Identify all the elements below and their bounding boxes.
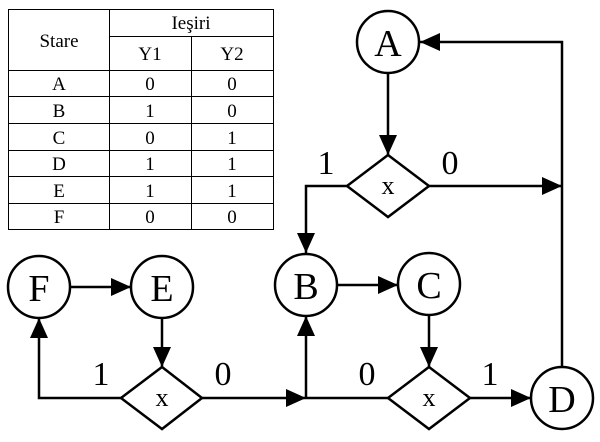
branch-label-top-true: 1	[318, 145, 335, 182]
table-cell-state: A	[52, 74, 66, 95]
branch-label-left-true: 1	[93, 356, 110, 393]
table-cell-y1: 0	[145, 74, 155, 95]
table-header-state: Stare	[39, 31, 78, 52]
branch-label-top-false: 0	[442, 145, 459, 182]
condition-label-top: x	[382, 171, 395, 200]
table-cell-state: D	[52, 154, 66, 175]
condition-label-left: x	[156, 383, 169, 412]
table-cell-y2: 1	[227, 154, 237, 175]
state-label-a: A	[374, 23, 402, 65]
table-cell-y2: 1	[227, 128, 237, 149]
edge-d-to-a	[420, 33, 564, 367]
branch-label-left-false: 0	[215, 356, 232, 393]
table-header-outputs: Ieşiri	[171, 13, 210, 34]
state-node-b	[273, 252, 339, 318]
branch-label-right-true: 1	[482, 356, 499, 393]
decision-diamond-left	[118, 365, 205, 431]
table-cell-y1: 0	[145, 128, 155, 149]
table-cell-y1: 1	[145, 101, 155, 122]
table-cell-y2: 1	[227, 181, 237, 202]
state-label-f: F	[28, 268, 49, 310]
state-node-c	[396, 251, 462, 317]
table-cell-state: E	[53, 181, 65, 202]
branch-label-right-false: 0	[359, 356, 376, 393]
table-col-y2: Y2	[220, 44, 243, 65]
table-cell-y1: 1	[145, 154, 155, 175]
decision-diamond-right	[385, 365, 473, 431]
table-col-y1: Y1	[138, 44, 161, 65]
table-cell-y2: 0	[227, 101, 237, 122]
state-node-e	[129, 254, 195, 320]
state-node-d	[529, 365, 595, 431]
state-label-d: D	[548, 379, 575, 421]
table-cell-y2: 0	[227, 74, 237, 95]
decision-diamond-top	[344, 153, 432, 219]
state-label-c: C	[416, 265, 441, 307]
state-label-b: B	[293, 266, 318, 308]
condition-label-right: x	[423, 383, 436, 412]
edge-x-top-1-to-b	[297, 184, 347, 253]
table-cell-y1: 0	[145, 207, 155, 228]
state-node-f	[6, 254, 72, 320]
state-label-e: E	[150, 268, 173, 310]
table-cell-y1: 1	[145, 181, 155, 202]
table-cell-state: B	[53, 101, 66, 122]
table-cell-state: F	[54, 207, 65, 228]
table-border	[8, 9, 274, 230]
output-table	[8, 9, 274, 230]
state-node-a	[355, 9, 421, 75]
table-cell-y2: 0	[227, 207, 237, 228]
edge-x-left-1-to-f	[30, 318, 121, 400]
table-cell-state: C	[53, 128, 66, 149]
